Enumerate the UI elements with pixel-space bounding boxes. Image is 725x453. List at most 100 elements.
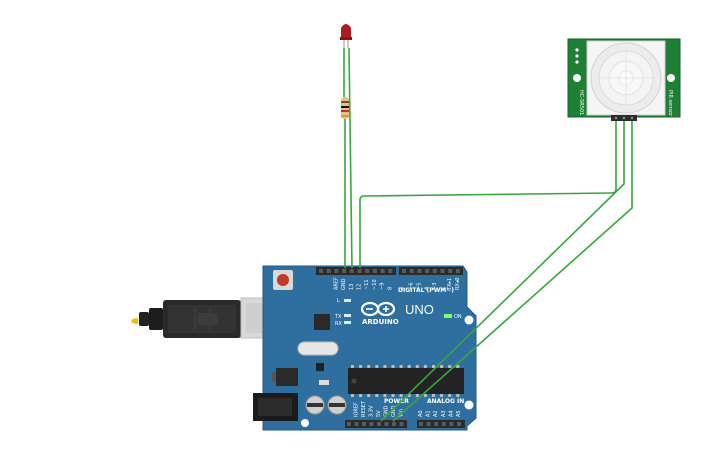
pin-label: A4	[448, 410, 454, 417]
pin-label: GND	[341, 278, 347, 290]
mounting-hole	[464, 400, 474, 410]
wires	[343, 47, 633, 422]
pin-label: TX▸1	[447, 278, 453, 291]
header-hole[interactable]	[455, 269, 460, 273]
mounting-hole	[301, 419, 309, 427]
header-hole[interactable]	[392, 422, 396, 426]
header-hole[interactable]	[419, 422, 423, 426]
model-label: UNO	[405, 302, 434, 317]
chip-pin	[391, 394, 395, 397]
pin-label: A2	[433, 410, 439, 417]
chip-pin	[440, 394, 444, 397]
arduino-logo	[360, 301, 396, 317]
header-hole[interactable]	[448, 269, 453, 273]
header-hole[interactable]	[384, 422, 389, 426]
header-hole[interactable]	[441, 422, 446, 426]
header-hole[interactable]	[426, 422, 431, 426]
header-hole[interactable]	[425, 269, 430, 273]
pir-sensor: HC-SR501 PIR sensor	[567, 38, 681, 121]
chip-pin	[440, 365, 444, 368]
chip-pin	[407, 394, 411, 397]
header-hole[interactable]	[409, 269, 414, 273]
pin-label: A0	[418, 410, 424, 417]
led-component	[340, 24, 352, 48]
pin-label: IOREF	[354, 402, 360, 417]
pin-label: ~3	[432, 283, 438, 290]
pin-label: GND	[384, 405, 390, 417]
pin-label: AREF	[333, 277, 339, 290]
chip-pin	[456, 394, 460, 397]
header-hole[interactable]	[349, 269, 354, 273]
analog-label: ANALOG IN	[427, 398, 464, 405]
digital-header	[399, 267, 463, 275]
pin-label: ~6	[409, 283, 415, 290]
header-hole[interactable]	[354, 422, 359, 426]
chip-pin	[456, 365, 460, 368]
header-hole[interactable]	[399, 422, 404, 426]
header-hole[interactable]	[319, 269, 323, 273]
pin-label: ~10	[372, 279, 378, 290]
pin-label: 8	[387, 287, 393, 290]
header-hole[interactable]	[457, 422, 461, 426]
header-hole[interactable]	[347, 422, 351, 426]
brand-label: ARDUINO	[362, 318, 399, 326]
header-hole[interactable]	[434, 422, 439, 426]
pir-left-text: HC-SR501	[578, 90, 584, 115]
header-hole[interactable]	[377, 422, 381, 426]
chip-pin	[367, 394, 371, 397]
pin-label: 12	[357, 284, 363, 290]
header-hole[interactable]	[369, 422, 374, 426]
crystal	[297, 341, 339, 356]
pin-label: ~9	[380, 283, 386, 290]
chip-pin	[375, 365, 379, 368]
pin-label: RX◂0	[455, 277, 461, 290]
chip-pin	[415, 365, 419, 368]
chip-pin	[423, 394, 427, 397]
header-hole[interactable]	[402, 269, 406, 273]
wire-led-anode-pin12	[348, 47, 353, 269]
pin-label: 3.3V	[369, 405, 375, 417]
chip-pin	[391, 365, 395, 368]
header-hole[interactable]	[372, 269, 377, 273]
chip-pin	[383, 365, 387, 368]
resistor	[341, 97, 349, 119]
chip-pin	[383, 394, 387, 397]
power-label: POWER	[384, 398, 409, 405]
analog-header	[417, 420, 465, 428]
header-hole[interactable]	[365, 269, 370, 273]
header-hole[interactable]	[334, 269, 339, 273]
digital-header	[316, 267, 396, 275]
pin-label: A5	[456, 410, 462, 417]
header-hole[interactable]	[357, 269, 362, 273]
chip-pin	[367, 365, 371, 368]
chip-pin	[399, 365, 403, 368]
pin-label: ~5	[416, 283, 422, 290]
header-hole[interactable]	[449, 422, 454, 426]
header-hole[interactable]	[388, 269, 393, 273]
header-hole[interactable]	[342, 269, 347, 273]
led-l-label: L	[337, 298, 340, 304]
header-hole[interactable]	[432, 269, 437, 273]
pin-label: A1	[426, 410, 432, 417]
header-hole[interactable]	[417, 269, 422, 273]
chip-pin	[359, 365, 363, 368]
chip-pin	[375, 394, 379, 397]
header-hole[interactable]	[440, 269, 445, 273]
header-hole[interactable]	[362, 422, 366, 426]
pir-right-text: PIR sensor	[667, 90, 673, 117]
power-header	[345, 420, 407, 428]
pin-label: GND	[391, 405, 397, 417]
pin-label: A3	[441, 410, 447, 417]
pin-label: 7	[401, 287, 407, 290]
header-hole[interactable]	[380, 269, 385, 273]
wire-pir-vcc-5v	[380, 121, 625, 422]
header-hole[interactable]	[326, 269, 331, 273]
chip-pin	[448, 394, 452, 397]
pin-label: 2	[440, 287, 446, 290]
chip-pin	[415, 394, 419, 397]
microcontroller-chip	[348, 368, 464, 394]
pin-label: ~11	[364, 279, 370, 290]
pin-label: 4	[424, 287, 430, 290]
